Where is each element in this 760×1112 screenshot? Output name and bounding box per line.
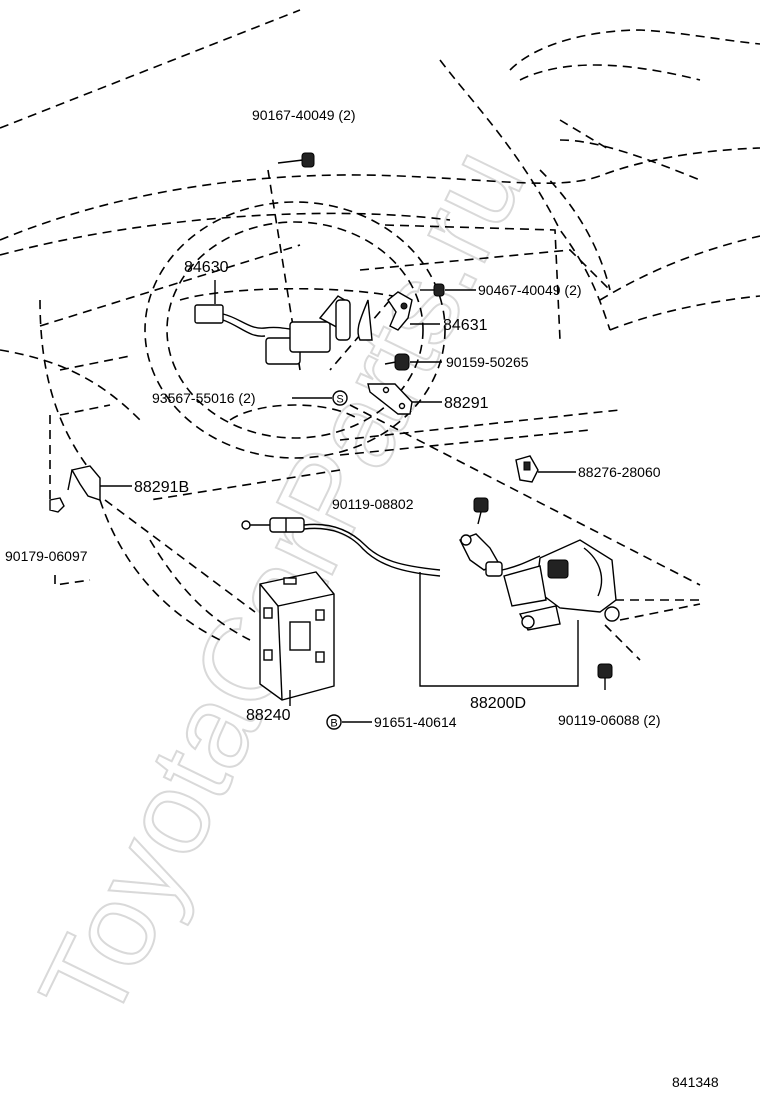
label-90167: 90167-40049 (2) [252, 107, 356, 123]
label-leaders [100, 280, 576, 723]
label-90119-06088: 90119-06088 (2) [558, 712, 660, 728]
svg-text:B: B [330, 718, 337, 730]
svg-text:S: S [336, 394, 343, 406]
screw-90467-icon[interactable] [420, 283, 445, 297]
label-91651: 91651-40614 [374, 714, 457, 730]
steering-wheel [144, 201, 446, 459]
cable-88200d-icon[interactable] [241, 517, 541, 577]
bolt-90167-icon[interactable] [277, 152, 315, 168]
label-93567: 93567-55016 (2) [152, 390, 256, 406]
label-90467: 90467-40049 (2) [478, 282, 582, 298]
label-88291: 88291 [444, 395, 489, 412]
label-84630: 84630 [184, 259, 229, 276]
label-88200d: 88200D [470, 695, 526, 712]
diagram-code: 841348 [672, 1074, 719, 1090]
bracket-88291-icon[interactable] [367, 383, 413, 415]
actuator-88200d-icon[interactable] [503, 539, 620, 631]
bolt-90119-06088-icon[interactable] [597, 663, 613, 690]
bolt-90159-icon[interactable] [384, 353, 410, 371]
bracket-84631-icon[interactable] [387, 291, 413, 331]
label-90179: 90179-06097 [5, 548, 88, 564]
bolt-90119-08802-icon[interactable] [473, 497, 489, 525]
label-88276: 88276-28060 [578, 464, 661, 480]
dashboard-outline [0, 9, 760, 641]
label-84631: 84631 [443, 317, 488, 334]
nut-90179-icon[interactable] [49, 497, 65, 513]
computer-88240-icon[interactable] [259, 571, 335, 701]
bracket-88291b-icon[interactable] [67, 465, 101, 501]
s-symbol: S [332, 390, 348, 406]
label-88291b: 88291B [134, 479, 189, 496]
label-88240: 88240 [246, 707, 291, 724]
assembly-bracket-88200d [419, 572, 579, 687]
label-90119-08802: 90119-08802 [332, 496, 414, 512]
switch-84630-icon[interactable] [194, 295, 373, 365]
part-labels: 90167-40049 (2) 84630 90467-40049 (2) 84… [5, 107, 661, 730]
clip-88276-icon[interactable] [515, 455, 539, 483]
b-symbol: B [326, 714, 342, 730]
label-90159: 90159-50265 [446, 354, 529, 370]
